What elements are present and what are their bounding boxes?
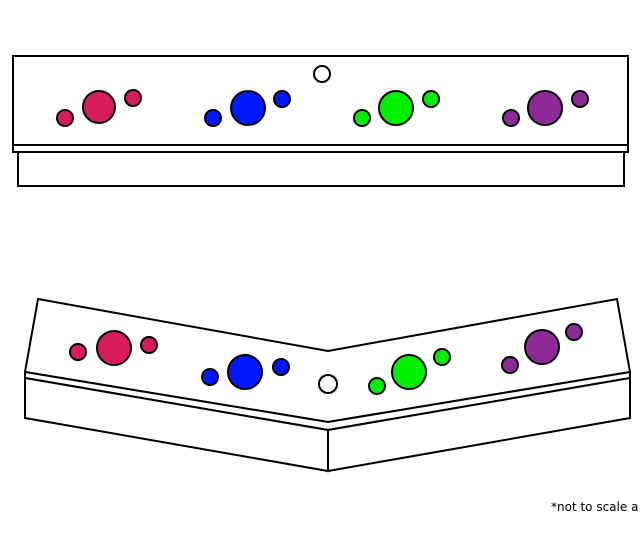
straight-p1-button-large — [82, 90, 116, 124]
angled-p3-button-large — [391, 354, 427, 390]
angled-center-button — [318, 374, 338, 394]
angled-p4-button-small-right — [565, 323, 583, 341]
angled-player-3-buttons — [368, 348, 451, 395]
straight-p4-button-large — [527, 90, 563, 126]
straight-p1-button-small-right — [124, 89, 142, 107]
angled-p1-button-small-right — [140, 336, 158, 354]
angled-panel — [23, 297, 632, 473]
straight-p4-button-small-left — [502, 109, 520, 127]
straight-player-4-buttons — [502, 90, 589, 127]
not-to-scale-note: *not to scale a — [551, 500, 639, 514]
straight-panel-edge — [12, 144, 629, 153]
angled-p4-button-small-left — [501, 356, 519, 374]
straight-player-1-buttons — [56, 89, 142, 127]
angled-panel-base-right — [327, 376, 631, 473]
straight-p2-button-large — [230, 90, 266, 126]
angled-p2-button-large — [227, 354, 263, 390]
straight-p2-button-small-right — [273, 90, 291, 108]
straight-p3-button-large — [378, 90, 414, 126]
straight-p2-button-small-left — [204, 109, 222, 127]
angled-p3-button-small-left — [368, 377, 386, 395]
angled-p1-button-small-left — [69, 343, 87, 361]
straight-center-button — [313, 65, 331, 83]
straight-panel — [12, 55, 629, 187]
straight-p3-button-small-left — [353, 109, 371, 127]
angled-p1-button-large — [96, 330, 132, 366]
straight-p3-button-small-right — [422, 90, 440, 108]
straight-p4-button-small-right — [571, 90, 589, 108]
angled-p2-button-small-left — [201, 368, 219, 386]
straight-p1-button-small-left — [56, 109, 74, 127]
angled-player-2-buttons — [201, 354, 290, 390]
angled-p4-button-large — [524, 329, 560, 365]
straight-player-3-buttons — [353, 90, 440, 127]
straight-panel-base — [17, 151, 625, 187]
angled-p3-button-small-right — [433, 348, 451, 366]
angled-player-1-buttons — [69, 330, 158, 366]
angled-player-4-buttons — [501, 323, 583, 374]
angled-p2-button-small-right — [272, 358, 290, 376]
straight-player-2-buttons — [204, 90, 291, 127]
